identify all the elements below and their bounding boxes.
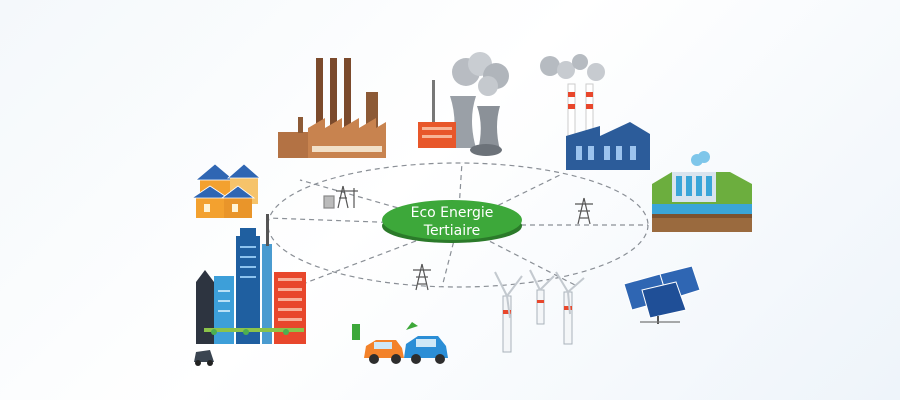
power-pylon-icon [575, 197, 593, 225]
power-pylon-icon [323, 185, 358, 209]
hub-label-line2: Tertiaire [423, 223, 480, 239]
smokestack-plant-icon [540, 54, 650, 170]
factory-icon [278, 58, 386, 158]
power-pylon-icon [413, 263, 431, 291]
hub-disc [382, 200, 522, 240]
central-hub: Eco Energie Tertiaire [382, 200, 522, 243]
hydro-dam-icon [652, 151, 752, 232]
city-buildings-icon [194, 214, 306, 366]
electric-car-icon [352, 322, 448, 364]
house-icon [190, 163, 262, 218]
cooling-tower-icon [418, 52, 509, 156]
hub-label-line1: Eco Energie [411, 205, 494, 221]
wind-turbine-icon [494, 269, 585, 353]
solar-panel-icon [623, 265, 701, 324]
